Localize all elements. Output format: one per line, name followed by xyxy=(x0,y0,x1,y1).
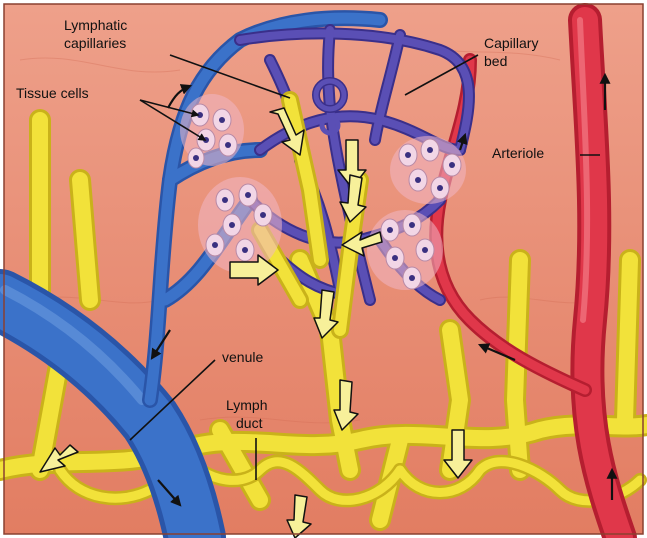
label-lymphatic-line1: Lymphatic xyxy=(64,17,127,33)
label-tissue-cells: Tissue cells xyxy=(16,85,89,101)
label-arteriole: Arteriole xyxy=(492,145,544,161)
label-lymph-line1: Lymph xyxy=(226,397,268,413)
tissue-cell-cluster-right-top xyxy=(390,136,466,204)
label-venule: venule xyxy=(222,349,263,365)
tissue-cell-cluster-left-mid xyxy=(198,177,282,273)
label-capillary-line2: bed xyxy=(484,53,507,69)
label-lymphatic-line2: capillaries xyxy=(64,35,126,51)
label-lymph-line2: duct xyxy=(236,415,263,431)
label-capillary-line1: Capillary xyxy=(484,35,538,51)
tissue-cell-cluster-right-mid xyxy=(367,210,443,290)
